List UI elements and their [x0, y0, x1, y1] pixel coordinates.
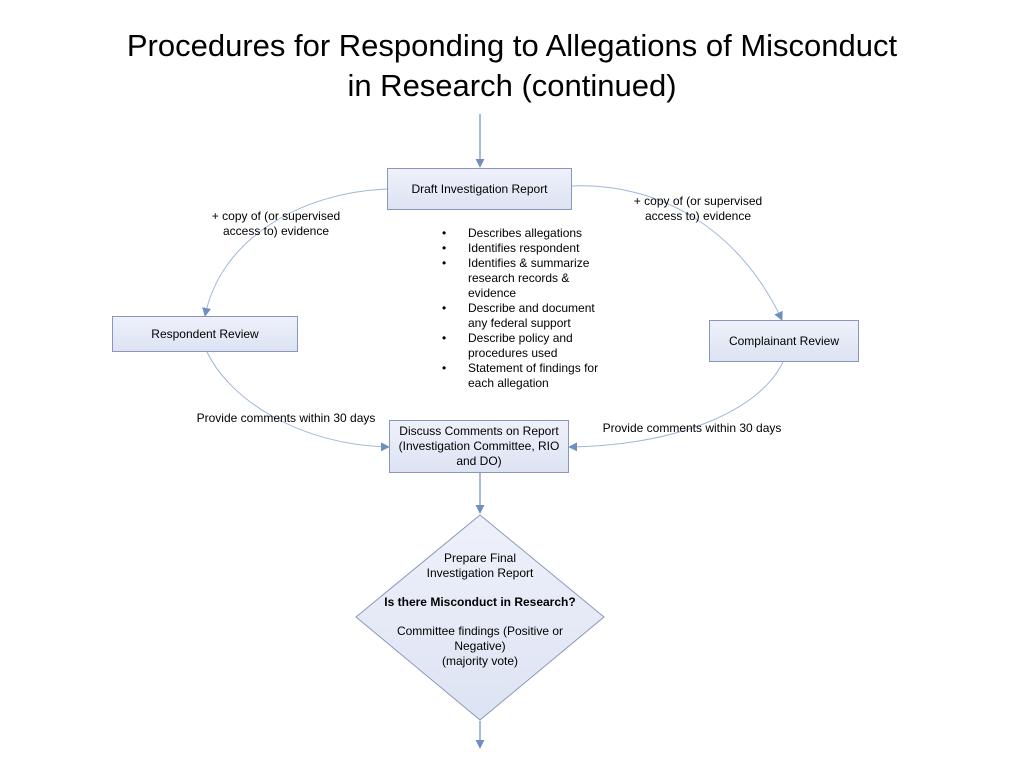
- list-item: Describe and document any federal suppor…: [440, 301, 610, 331]
- title-line-2: in Research (continued): [347, 68, 677, 103]
- respondent-review-label: Respondent Review: [151, 326, 259, 341]
- list-item: Describes allegations: [440, 226, 610, 241]
- list-item: Describe policy and procedures used: [440, 331, 610, 361]
- title-line-1: Procedures for Responding to Allegations…: [126, 28, 898, 63]
- complainant-review-label: Complainant Review: [728, 333, 840, 348]
- decision-line-3: Committee findings (Positive or: [396, 624, 564, 638]
- decision-text: Prepare Final Investigation Report Is th…: [372, 551, 588, 669]
- left-evidence-label: + copy of (or supervised access to) evid…: [196, 209, 356, 239]
- report-contents-list: Describes allegations Identifies respond…: [440, 226, 610, 391]
- left-evidence-line-2: access to) evidence: [222, 224, 330, 238]
- right-evidence-label: + copy of (or supervised access to) evid…: [618, 194, 778, 224]
- left-comments-label: Provide comments within 30 days: [196, 411, 376, 425]
- decision-line-5: (majority vote): [441, 654, 518, 668]
- discuss-comments-line-3: and DO): [456, 454, 502, 468]
- decision-diamond: [355, 514, 605, 721]
- decision-line-1: Prepare Final: [443, 551, 517, 565]
- right-evidence-line-2: access to) evidence: [644, 209, 752, 223]
- discuss-comments-line-2: (Investigation Committee, RIO: [398, 439, 560, 453]
- arrow-draft-to-respondent: [202, 188, 389, 317]
- draft-investigation-report-label: Draft Investigation Report: [411, 181, 548, 196]
- page-title: Procedures for Responding to Allegations…: [0, 26, 1024, 106]
- discuss-comments-line-1: Discuss Comments on Report: [399, 424, 559, 438]
- right-comments-label: Provide comments within 30 days: [602, 421, 782, 435]
- decision-line-2: Investigation Report: [426, 566, 534, 580]
- draft-investigation-report-box: Draft Investigation Report: [387, 168, 572, 210]
- list-item: Statement of findings for each allegatio…: [440, 361, 610, 391]
- list-item: Identifies respondent: [440, 241, 610, 256]
- list-item: Identifies & summarize research records …: [440, 256, 610, 301]
- decision-line-4: Negative): [454, 639, 506, 653]
- right-evidence-line-1: + copy of (or supervised: [633, 194, 763, 208]
- respondent-review-box: Respondent Review: [112, 316, 298, 352]
- arrow-respondent-to-discuss: [206, 351, 390, 452]
- arrow-complainant-to-discuss: [568, 361, 784, 452]
- arrow-draft-to-complainant: [570, 185, 783, 321]
- complainant-review-box: Complainant Review: [709, 320, 859, 362]
- discuss-comments-box: Discuss Comments on Report (Investigatio…: [389, 420, 569, 473]
- decision-question: Is there Misconduct in Research?: [384, 595, 576, 609]
- left-evidence-line-1: + copy of (or supervised: [211, 209, 341, 223]
